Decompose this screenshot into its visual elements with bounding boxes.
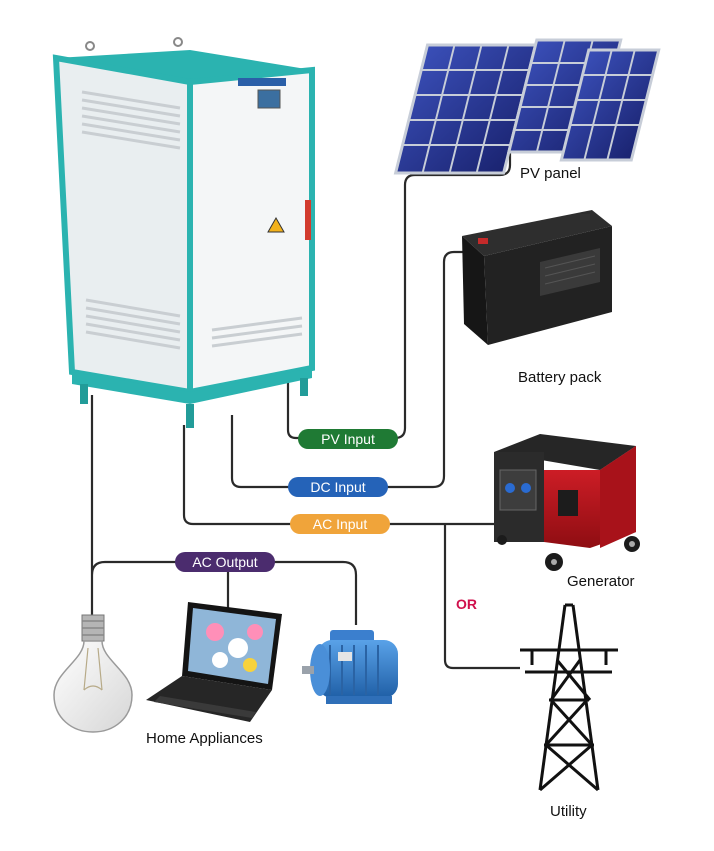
utility-wire <box>443 524 520 670</box>
dc-input-tag: DC Input <box>288 477 388 497</box>
electric-motor-image <box>302 630 398 704</box>
pv-input-label: PV Input <box>321 431 375 447</box>
battery-pack-label: Battery pack <box>518 369 602 386</box>
laptop-image <box>146 602 282 722</box>
utility-tower-image <box>520 603 618 792</box>
home-appliances-label: Home Appliances <box>146 730 263 747</box>
or-label: OR <box>456 596 477 612</box>
pv-input-tag: PV Input <box>298 429 398 449</box>
ac-output-label: AC Output <box>192 554 257 570</box>
pv-wire <box>286 140 512 440</box>
battery-image <box>462 210 612 345</box>
dc-wire <box>230 250 475 489</box>
generator-label: Generator <box>567 573 635 590</box>
ac-input-wire <box>182 425 500 526</box>
generator-image <box>494 434 640 571</box>
wiring <box>90 140 520 670</box>
pv-panel-label: PV panel <box>520 165 581 182</box>
ac-input-tag: AC Input <box>290 514 390 534</box>
inverter-cabinet <box>52 37 315 428</box>
dc-input-label: DC Input <box>310 479 365 495</box>
pv-panel-image <box>393 38 661 175</box>
utility-label: Utility <box>550 803 587 820</box>
light-bulb-image <box>53 614 133 733</box>
ac-input-label: AC Input <box>313 516 368 532</box>
ac-output-tag: AC Output <box>175 552 275 572</box>
